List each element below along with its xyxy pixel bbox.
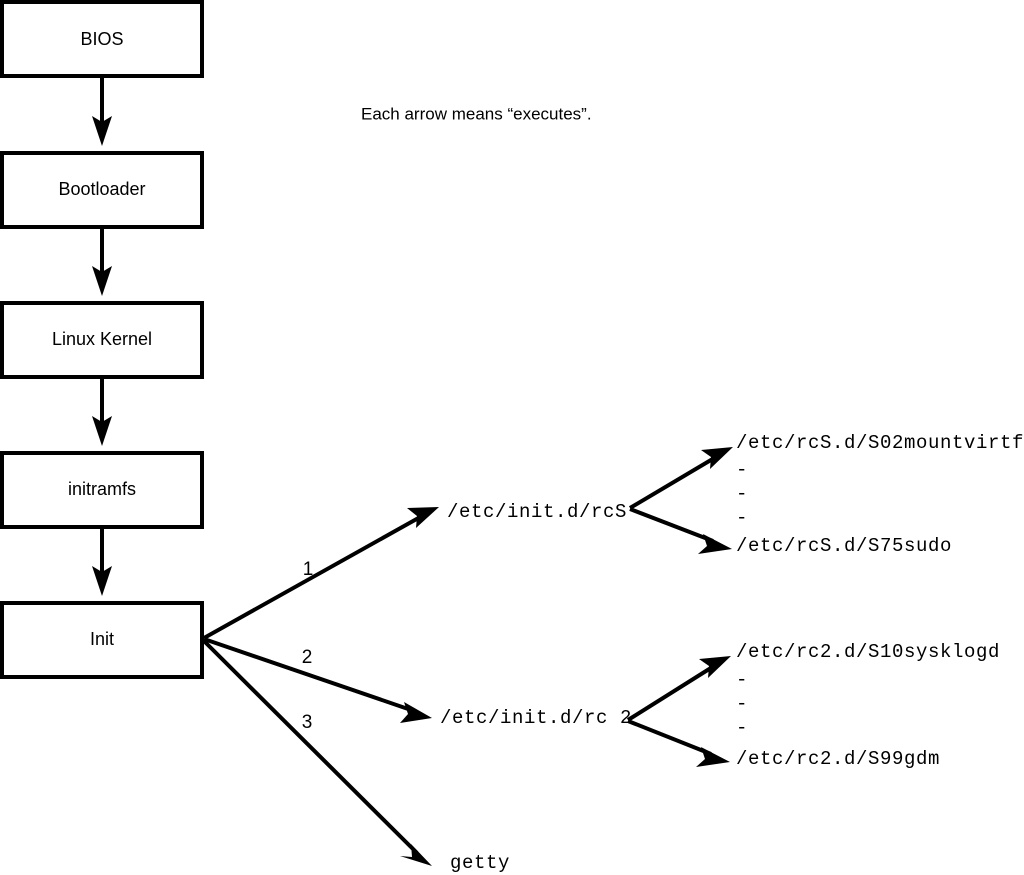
rc2-ellipsis-1: - (736, 669, 747, 691)
node-bios: BIOS (0, 0, 204, 78)
rcs-script-first: /etc/rcS.d/S02mountvirtfs (736, 432, 1024, 454)
rcs-script-last: /etc/rcS.d/S75sudo (736, 535, 952, 557)
branch-number-2: 2 (302, 647, 313, 668)
node-linux-kernel: Linux Kernel (0, 301, 204, 379)
arrow-rc2-to-first-script (626, 656, 731, 722)
legend-note: Each arrow means “executes”. (361, 104, 592, 123)
rc2-script-first: /etc/rc2.d/S10sysklogd (736, 641, 1000, 663)
arrow-bios-to-bootloader (92, 76, 112, 146)
rc2-ellipsis-2: - (736, 693, 747, 715)
branch-label-rcs: /etc/init.d/rcS (447, 501, 627, 523)
node-linux-kernel-label: Linux Kernel (52, 329, 152, 349)
node-init-box (0, 601, 204, 679)
arrow-init-branch-2 (203, 637, 432, 723)
node-bootloader-label: Bootloader (58, 179, 145, 199)
branch-label-rc2: /etc/init.d/rc 2 (440, 707, 632, 729)
node-initramfs-box (0, 451, 204, 529)
arrow-rcs-to-first-script (628, 447, 733, 510)
rc2-ellipsis-3: - (736, 717, 747, 739)
arrow-initramfs-to-init (92, 527, 112, 596)
rcs-ellipsis-3: - (736, 507, 747, 529)
branch-number-3: 3 (302, 712, 313, 733)
node-init-label: Init (90, 629, 114, 649)
node-bios-box (0, 0, 204, 78)
arrow-bootloader-to-kernel (92, 227, 112, 296)
arrow-rcs-to-last-script (629, 507, 732, 554)
arrow-init-branch-3 (202, 639, 432, 866)
rcs-ellipsis-1: - (736, 459, 747, 481)
node-initramfs: initramfs (0, 451, 204, 529)
node-init: Init (0, 601, 204, 679)
node-bios-label: BIOS (80, 29, 123, 49)
rc2-script-last: /etc/rc2.d/S99gdm (736, 748, 940, 770)
arrow-kernel-to-initramfs (92, 377, 112, 446)
rcs-ellipsis-2: - (736, 483, 747, 505)
branch-label-getty: getty (450, 852, 510, 874)
node-bootloader: Bootloader (0, 151, 204, 229)
arrow-rc2-to-last-script (627, 719, 730, 767)
node-initramfs-label: initramfs (68, 479, 136, 499)
arrow-init-branch-1 (203, 507, 439, 640)
branch-number-1: 1 (303, 559, 314, 580)
